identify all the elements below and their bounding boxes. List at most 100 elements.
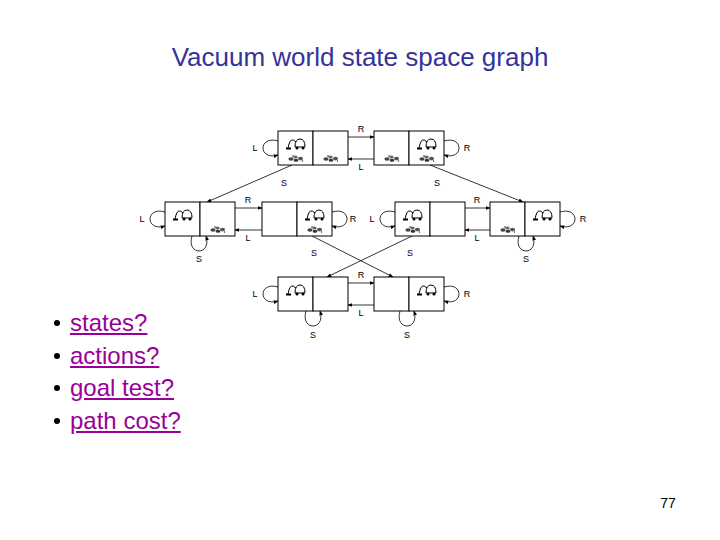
action-label: R (349, 215, 358, 224)
square-cell (313, 277, 348, 311)
dirt-icon (384, 155, 399, 162)
action-label: R (244, 196, 253, 205)
square-cell (395, 202, 430, 236)
world-state (278, 131, 348, 165)
self-loop (399, 311, 415, 326)
dirt-icon (500, 226, 515, 233)
self-loop (305, 311, 321, 326)
square-cell (374, 277, 409, 311)
action-label: R (463, 144, 472, 153)
action-label: R (579, 215, 588, 224)
action-label: L (357, 309, 364, 318)
dirt-icon (405, 226, 420, 233)
self-loop (332, 211, 347, 227)
action-label: R (357, 271, 366, 280)
action-label: S (195, 255, 203, 264)
transition-arrow (312, 236, 393, 277)
dirt-icon (419, 155, 434, 162)
self-loop (263, 140, 278, 156)
transition-arrow (465, 230, 490, 231)
square-cell (297, 202, 332, 236)
action-label: S (433, 179, 441, 188)
square-cell (200, 202, 235, 236)
action-label: R (473, 196, 482, 205)
transition-arrow (348, 305, 374, 306)
vacuum-icon (305, 210, 324, 221)
world-state (490, 202, 560, 236)
world-state (262, 202, 332, 236)
square-cell (313, 131, 348, 165)
self-loop (150, 211, 165, 227)
action-label: L (251, 144, 258, 153)
transition-arrow (235, 230, 262, 231)
self-loop (560, 211, 575, 227)
action-label: L (473, 234, 480, 243)
self-loop (191, 236, 207, 251)
bullet-dot (54, 385, 60, 391)
square-cell (525, 202, 560, 236)
dirt-icon (323, 155, 338, 162)
self-loop (444, 140, 459, 156)
square-cell (430, 202, 465, 236)
self-loop (518, 236, 534, 251)
action-label: L (251, 290, 258, 299)
bullet-question: states? (70, 311, 147, 335)
bullet-dots (54, 320, 60, 424)
slide-title: Vacuum world state space graph (172, 44, 549, 70)
world-state (395, 202, 465, 236)
world-state (374, 277, 444, 311)
square-cell (262, 202, 297, 236)
world-state (165, 202, 235, 236)
transition-arrow (327, 236, 412, 277)
self-loop (444, 286, 459, 302)
vacuum-icon (286, 139, 305, 150)
dirt-icon (210, 226, 225, 233)
action-label: S (309, 331, 317, 340)
vacuum-icon (417, 285, 436, 296)
vacuum-icon (417, 139, 436, 150)
action-label: S (403, 331, 411, 340)
action-label: S (310, 249, 318, 258)
transition-arrow (348, 159, 374, 160)
self-loop (263, 286, 278, 302)
action-label: L (357, 163, 364, 172)
action-label: R (463, 290, 472, 299)
bullet-dot (54, 320, 60, 326)
bullet-dot (54, 418, 60, 424)
bullet-question: actions? (70, 344, 159, 368)
bullet-question: path cost? (70, 409, 181, 433)
action-label: S (406, 249, 414, 258)
action-label: S (522, 255, 530, 264)
square-cell (374, 131, 409, 165)
world-state (278, 277, 348, 311)
transition-arrow (465, 208, 490, 209)
square-cell (490, 202, 525, 236)
world-state (374, 131, 444, 165)
square-cell (409, 131, 444, 165)
transitions (150, 137, 575, 326)
self-loop (380, 211, 395, 227)
vacuum-icon (173, 210, 192, 221)
vacuum-icon (533, 210, 552, 221)
bullet-question: goal test? (70, 376, 174, 400)
vacuum-icon (403, 210, 422, 221)
transition-arrow (235, 208, 262, 209)
transition-arrow (348, 137, 374, 138)
square-cell (409, 277, 444, 311)
states (165, 131, 560, 311)
dirt-icon (288, 155, 303, 162)
action-label: L (368, 215, 375, 224)
action-label: R (357, 125, 366, 134)
square-cell (165, 202, 200, 236)
transition-arrow (348, 283, 374, 284)
bullet-dot (54, 353, 60, 359)
square-cell (278, 277, 313, 311)
action-label: S (280, 179, 288, 188)
page-number: 77 (660, 496, 676, 510)
vacuum-icon (286, 285, 305, 296)
dirt-icon (307, 226, 322, 233)
action-label: L (138, 215, 145, 224)
square-cell (278, 131, 313, 165)
action-label: L (244, 234, 251, 243)
